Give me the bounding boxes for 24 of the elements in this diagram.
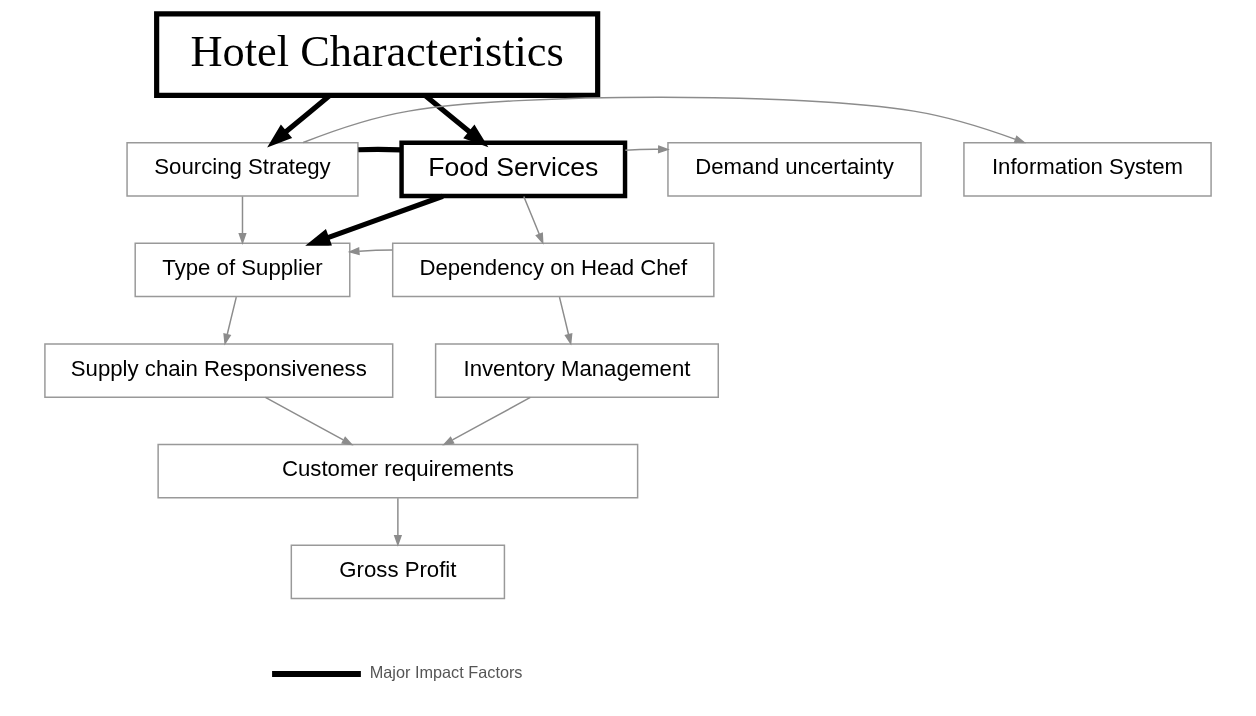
- node-box: Customer requirements: [157, 443, 639, 499]
- arrow: [523, 195, 544, 245]
- arrow: [558, 296, 573, 346]
- node-box: Type of Supplier: [134, 242, 351, 298]
- node-box: Supply chain Responsiveness: [44, 343, 394, 398]
- arrow: [223, 296, 237, 346]
- arrow: [264, 396, 354, 446]
- arrow: [238, 195, 247, 245]
- node-box: Information System: [963, 141, 1212, 197]
- arrow: [393, 497, 403, 547]
- arrow: [305, 193, 444, 246]
- arrow: [442, 396, 532, 446]
- arrow: [347, 247, 394, 256]
- node-box: Sourcing Strategy: [126, 141, 359, 197]
- arrow: [302, 96, 1027, 144]
- node-box: Hotel Characteristics: [154, 11, 601, 98]
- legend-label: Major Impact Factors: [369, 663, 523, 682]
- node-box: Dependency on Head Chef: [391, 242, 715, 298]
- node-box: Gross Profit: [290, 544, 506, 600]
- node-box: Inventory Management: [434, 343, 719, 398]
- arrow: [624, 145, 670, 154]
- node-box: Demand uncertainty: [667, 141, 922, 197]
- connector: [358, 146, 402, 153]
- node-box: Food Services: [399, 140, 628, 199]
